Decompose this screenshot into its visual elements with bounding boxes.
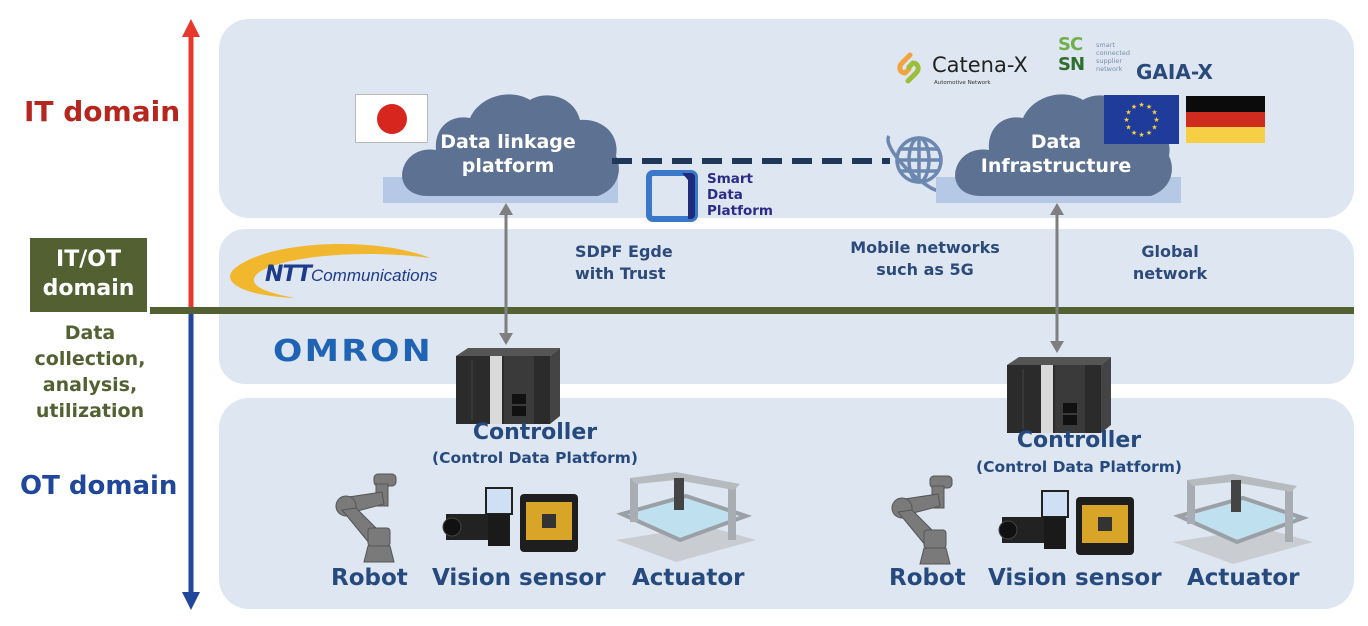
net-label-line1: SDPF Egde — [575, 242, 673, 261]
net-label-line2: with Trust — [575, 264, 666, 283]
scsn-line: supplier — [1096, 57, 1123, 65]
net-label-line2: such as 5G — [876, 260, 974, 279]
data-process-label: Data collection, analysis, utilization — [15, 320, 165, 424]
scsn-line: network — [1096, 65, 1123, 73]
vision-sensor-label-left: Vision sensor — [432, 565, 606, 591]
plc-controller-icon — [456, 348, 560, 424]
eu-star: ★ — [1146, 103, 1152, 111]
sdp-line1: Smart — [707, 171, 754, 187]
sdp-line3: Platform — [707, 203, 773, 219]
eu-star: ★ — [1125, 109, 1131, 117]
it-ot-boundary-line — [150, 307, 1354, 314]
catena-x-icon — [897, 52, 921, 84]
controller-title-left: Controller — [472, 420, 598, 445]
data-process-line: utilization — [35, 400, 145, 422]
gaia-x-logo: GAIA-X — [1136, 60, 1213, 84]
actuator-label-left: Actuator — [632, 565, 745, 591]
ntt-bold-text: NTT — [265, 262, 312, 287]
it-domain-label: IT domain — [24, 95, 181, 128]
itot-domain-line2: domain — [42, 276, 135, 301]
plc-controller-icon — [1007, 357, 1111, 433]
data-process-line: Data — [64, 322, 116, 344]
cloud-line1: Data linkage — [440, 131, 576, 153]
eu-star: ★ — [1125, 124, 1131, 132]
dashed-connection-line — [612, 158, 890, 164]
ot-layer-panel — [219, 398, 1354, 609]
actuator-label-right: Actuator — [1187, 565, 1300, 591]
ot-domain-label: OT domain — [20, 471, 178, 501]
controller-subtitle-right: (Control Data Platform) — [976, 458, 1182, 476]
ntt-rest-text: Communications — [310, 266, 438, 285]
globe-icon — [886, 134, 948, 193]
ot-down-arrow — [181, 311, 201, 610]
catena-x-name: Catena-X — [932, 53, 1028, 77]
controller-image-left — [452, 346, 562, 426]
data-linkage-platform-label: Data linkage platform — [413, 130, 603, 178]
it-up-arrow — [181, 19, 201, 311]
eu-star: ★ — [1151, 124, 1157, 132]
catena-x-tagline: Automotive Network — [934, 80, 991, 86]
data-process-line: collection, — [34, 348, 146, 370]
robot-arm-icon — [891, 475, 953, 565]
robot-arm-icon — [335, 473, 397, 563]
japan-flag — [355, 94, 428, 143]
robot-label-right: Robot — [889, 565, 966, 591]
vision-sensor-icon — [442, 487, 578, 552]
scsn-line: smart — [1096, 41, 1115, 49]
net-label-line1: Global — [1141, 242, 1199, 261]
cloud-line1: Data — [1030, 131, 1082, 153]
panel-gap — [219, 218, 1354, 229]
itot-domain-line1: IT/OT — [56, 247, 121, 272]
sdp-square-icon — [646, 170, 698, 222]
actuator-icon — [616, 472, 756, 562]
eu-flag: ★★★★★★★★★★★★ — [1104, 95, 1179, 144]
eu-star: ★ — [1151, 109, 1157, 117]
robot-label-left: Robot — [331, 565, 408, 591]
mobile-networks-label: Mobile networks such as 5G — [830, 237, 1020, 281]
controller-image-right — [1003, 355, 1113, 435]
data-linkage-cloud-icon — [402, 94, 619, 196]
sdpf-edge-label: SDPF Egde with Trust — [575, 241, 695, 285]
catena-x-logo: Catena-X Automotive Network — [890, 50, 1050, 88]
itot-domain-badge: IT/OT domain — [30, 238, 147, 312]
vision-sensor-icon — [998, 490, 1134, 555]
global-network-label: Global network — [1110, 241, 1230, 285]
net-label-line2: network — [1132, 264, 1208, 283]
eu-star: ★ — [1131, 129, 1137, 137]
actuator-icon — [1173, 474, 1313, 564]
data-process-line: analysis, — [42, 374, 138, 396]
right-bidirectional-arrow — [1050, 203, 1064, 353]
net-label-line1: Mobile networks — [850, 238, 1000, 257]
scsn-mark-bottom: SN — [1058, 54, 1085, 75]
eu-star: ★ — [1146, 129, 1152, 137]
vision-sensor-label-right: Vision sensor — [988, 565, 1162, 591]
eu-star: ★ — [1138, 131, 1144, 139]
omron-logo: OMRON — [273, 334, 433, 369]
controller-title-right: Controller — [1016, 428, 1142, 453]
ntt-swoosh-icon — [230, 244, 430, 298]
ntt-communications-logo: NTTCommunications — [225, 240, 475, 300]
cloud-line2: platform — [461, 155, 555, 177]
cloud-line2: Infrastructure — [980, 155, 1132, 177]
germany-flag — [1186, 96, 1265, 143]
smart-data-platform-logo: Smart Data Platform — [646, 170, 786, 222]
eu-star: ★ — [1123, 116, 1129, 124]
eu-star: ★ — [1153, 116, 1159, 124]
scsn-mark-top: SC — [1058, 34, 1083, 55]
scsn-line: connected — [1096, 49, 1131, 57]
sdp-line2: Data — [707, 187, 743, 203]
left-bidirectional-arrow — [499, 203, 513, 345]
controller-subtitle-left: (Control Data Platform) — [432, 449, 638, 467]
eu-star: ★ — [1138, 101, 1144, 109]
data-infrastructure-label: Data Infrastructure — [956, 130, 1156, 178]
scsn-logo: SC SN smart connected supplier network — [1058, 34, 1138, 81]
eu-star: ★ — [1131, 103, 1137, 111]
